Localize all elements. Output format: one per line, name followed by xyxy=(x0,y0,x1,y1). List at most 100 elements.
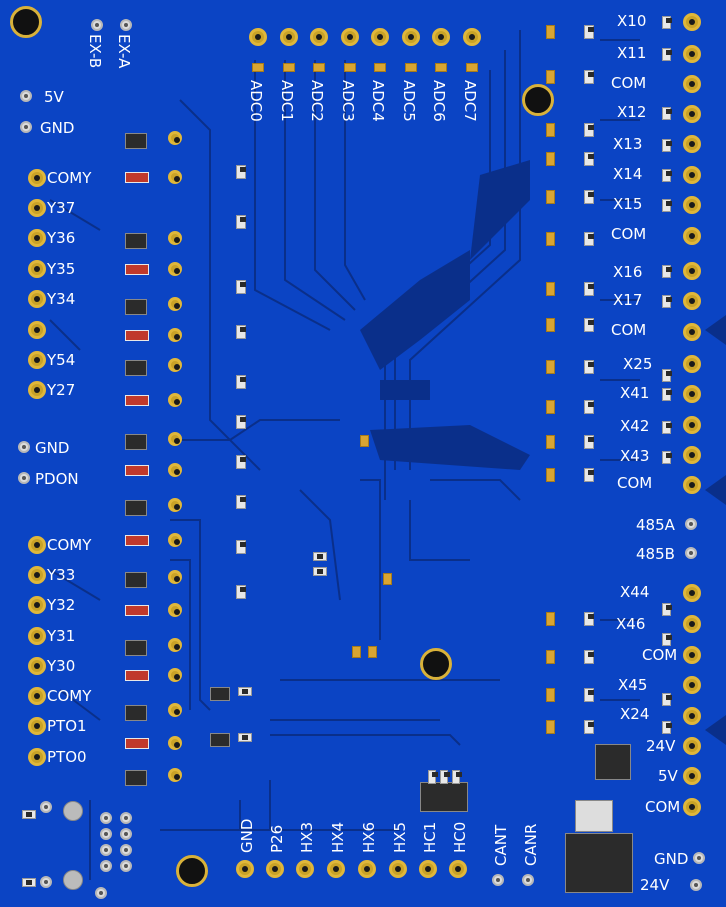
capacitor xyxy=(546,360,555,374)
led-diode xyxy=(125,670,149,681)
resistor xyxy=(662,421,672,434)
adc-capacitor xyxy=(404,63,417,72)
bottom-label: HC0 xyxy=(451,821,469,853)
header-pin xyxy=(100,828,112,840)
5v-pad xyxy=(20,90,32,102)
through-hole-pad xyxy=(168,170,182,184)
led-diode xyxy=(125,465,149,476)
x24-label: X24 xyxy=(620,705,650,723)
through-hole-pad xyxy=(168,570,182,584)
optocoupler xyxy=(125,434,147,450)
capacitor xyxy=(546,70,555,84)
gnd-label-2: GND xyxy=(35,439,70,457)
bottom-pad xyxy=(327,860,345,878)
resistor xyxy=(662,107,672,120)
capacitor xyxy=(546,190,555,204)
bottom-pad xyxy=(449,860,467,878)
x12-pad xyxy=(683,105,701,123)
adc-pad xyxy=(371,28,389,46)
adc-pad xyxy=(340,28,359,46)
x17-pad xyxy=(683,292,701,310)
x15-pad xyxy=(683,196,701,214)
y35-label: Y35 xyxy=(47,260,76,278)
led-diode xyxy=(125,605,149,616)
pto1-pad xyxy=(28,717,46,735)
adc-capacitor xyxy=(465,63,478,72)
x43-label: X43 xyxy=(620,447,650,465)
capacitor xyxy=(546,25,555,39)
485b-label: 485B xyxy=(636,545,675,563)
adc-label: ADC7 xyxy=(460,80,479,122)
resistor xyxy=(22,878,36,887)
through-hole-pad xyxy=(168,768,182,782)
y36-label: Y36 xyxy=(47,229,76,247)
bottom-pad xyxy=(236,860,254,878)
adc-label: ADC4 xyxy=(369,80,387,122)
adc-label: ADC6 xyxy=(430,80,448,122)
capacitor xyxy=(546,435,555,449)
power-ic-large xyxy=(565,833,633,893)
y34-pad xyxy=(28,290,46,308)
adc-label: ADC0 xyxy=(247,80,265,122)
through-hole-pad xyxy=(168,533,182,547)
resistor xyxy=(662,603,672,616)
header-pin xyxy=(40,801,52,813)
resistor xyxy=(313,567,327,576)
resistor xyxy=(662,721,672,734)
capacitor xyxy=(546,282,555,296)
bottom-pad xyxy=(358,860,376,878)
com-label-6: COM xyxy=(645,798,681,816)
through-hole-pad xyxy=(168,432,182,446)
comy-label-3: COMY xyxy=(47,687,92,705)
resistor xyxy=(584,123,594,137)
com-label-4: COM xyxy=(617,474,653,492)
resistor xyxy=(236,215,246,229)
through-hole-pad xyxy=(168,231,182,245)
capacitor xyxy=(546,318,555,332)
x24-pad xyxy=(683,707,701,725)
x11-pad xyxy=(683,45,701,63)
transistor xyxy=(210,733,230,747)
bottom-label: CANT xyxy=(492,824,510,866)
bottom-pad xyxy=(492,874,504,886)
resistor xyxy=(662,16,672,29)
resistor xyxy=(236,325,246,339)
5v-label: 5V xyxy=(44,88,64,106)
x42-pad xyxy=(683,416,701,434)
adc-capacitor xyxy=(374,63,386,72)
adc-pad xyxy=(310,28,328,46)
resistor xyxy=(238,733,252,742)
header-pin xyxy=(120,860,132,872)
resistor xyxy=(236,495,246,509)
y30-label: Y30 xyxy=(47,657,76,675)
capacitor xyxy=(546,612,555,626)
resistor xyxy=(584,612,594,626)
header-pin xyxy=(120,812,132,824)
x13-pad xyxy=(683,135,701,153)
y37-pad xyxy=(28,199,46,217)
led-diode xyxy=(125,395,149,406)
resistor xyxy=(584,70,594,84)
resistor xyxy=(662,139,672,152)
y33-pad xyxy=(28,566,46,584)
through-hole-pad xyxy=(168,603,182,617)
capacitor xyxy=(360,435,369,447)
through-hole-pad xyxy=(168,463,182,477)
through-hole-pad xyxy=(168,358,182,372)
resistor xyxy=(662,295,672,308)
resistor xyxy=(662,451,672,464)
through-hole-pad xyxy=(168,498,182,512)
y30-pad xyxy=(28,657,46,675)
5v-label-right: 5V xyxy=(658,767,678,785)
header-pin xyxy=(95,887,107,899)
comy-pad xyxy=(28,169,46,187)
capacitor xyxy=(546,688,555,702)
resistor xyxy=(584,435,594,449)
resistor xyxy=(238,687,252,696)
485b-pad xyxy=(685,547,697,559)
regulator-tab xyxy=(452,770,462,784)
x41-pad xyxy=(683,385,701,403)
adc-pad xyxy=(279,28,298,46)
x11-label: X11 xyxy=(617,44,647,62)
y54-label: Y54 xyxy=(47,351,76,369)
